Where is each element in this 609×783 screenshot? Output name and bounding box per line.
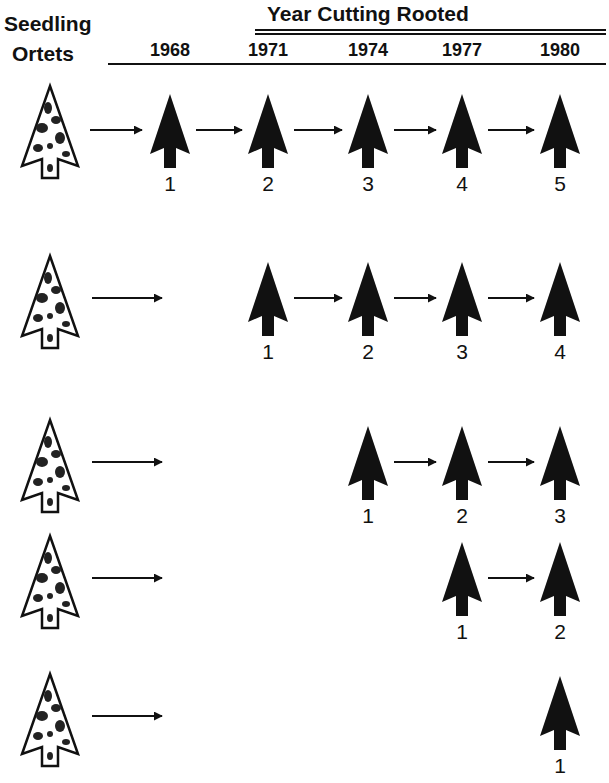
ortet-tree: [22, 256, 78, 348]
cutting-node: 3: [538, 426, 582, 528]
cutting-tree: [539, 94, 581, 168]
arrow-connector: [488, 577, 534, 579]
cutting-tree: [441, 426, 483, 500]
cutting-node: 4: [440, 94, 484, 196]
cutting-tree: [441, 262, 483, 336]
callout-number: 1: [246, 340, 290, 364]
cutting-tree: [247, 94, 289, 168]
header-title: Year Cutting Rooted: [267, 2, 469, 26]
ortet-tree: [22, 674, 78, 766]
ortet-arrow: [92, 461, 162, 463]
cutting-node: 4: [538, 262, 582, 364]
cutting-tree: [539, 262, 581, 336]
cutting-node: 1: [346, 426, 390, 528]
ortet-arrow: [92, 297, 162, 299]
cutting-node: 3: [346, 94, 390, 196]
year-label: 1968: [150, 40, 190, 61]
year-label: 1980: [540, 40, 580, 61]
cutting-tree: [347, 426, 389, 500]
callout-number: 4: [538, 340, 582, 364]
callout-number: 4: [440, 172, 484, 196]
cutting-tree: [347, 262, 389, 336]
cutting-node: 5: [538, 94, 582, 196]
cutting-node: 1: [246, 262, 290, 364]
callout-number: 1: [440, 620, 484, 644]
callout-number: 2: [538, 620, 582, 644]
callout-number: 3: [346, 172, 390, 196]
arrow-connector: [294, 129, 342, 131]
year-label: 1971: [248, 40, 288, 61]
cutting-node: 1: [440, 542, 484, 644]
header-rule: [108, 63, 606, 65]
callout-number: 2: [440, 504, 484, 528]
cutting-node: 3: [440, 262, 484, 364]
callout-number: 5: [538, 172, 582, 196]
ortet-arrow: [92, 715, 162, 717]
cutting-tree: [539, 676, 581, 750]
axis-title: Ortets: [12, 42, 74, 66]
cutting-tree: [347, 94, 389, 168]
cutting-tree: [247, 262, 289, 336]
callout-number: 3: [538, 504, 582, 528]
arrow-connector: [294, 297, 342, 299]
cutting-node: 2: [440, 426, 484, 528]
axis-title: Seedling: [4, 12, 92, 36]
callout-number: 1: [148, 172, 192, 196]
arrow-connector: [394, 461, 436, 463]
callout-number: 1: [538, 754, 582, 778]
header-rule: [255, 29, 606, 31]
cutting-tree: [149, 94, 191, 168]
arrow-connector: [488, 129, 534, 131]
ortet-tree: [22, 86, 78, 178]
arrow-connector: [394, 297, 436, 299]
ortet-arrow: [90, 129, 142, 131]
ortet-tree: [22, 536, 78, 628]
cutting-tree: [539, 542, 581, 616]
ortet-tree: [22, 420, 78, 512]
year-label: 1977: [442, 40, 482, 61]
year-label: 1974: [348, 40, 388, 61]
arrow-connector: [488, 297, 534, 299]
cutting-node: 1: [148, 94, 192, 196]
callout-number: 2: [246, 172, 290, 196]
cutting-tree: [539, 426, 581, 500]
callout-number: 2: [346, 340, 390, 364]
cutting-node: 2: [538, 542, 582, 644]
header-rule: [255, 33, 606, 35]
cutting-node: 2: [246, 94, 290, 196]
callout-number: 3: [440, 340, 484, 364]
ortet-arrow: [92, 577, 162, 579]
arrow-connector: [394, 129, 436, 131]
arrow-connector: [196, 129, 242, 131]
cutting-tree: [441, 542, 483, 616]
cutting-tree: [441, 94, 483, 168]
callout-number: 1: [346, 504, 390, 528]
cutting-node: 2: [346, 262, 390, 364]
arrow-connector: [488, 461, 534, 463]
cutting-node: 1: [538, 676, 582, 778]
